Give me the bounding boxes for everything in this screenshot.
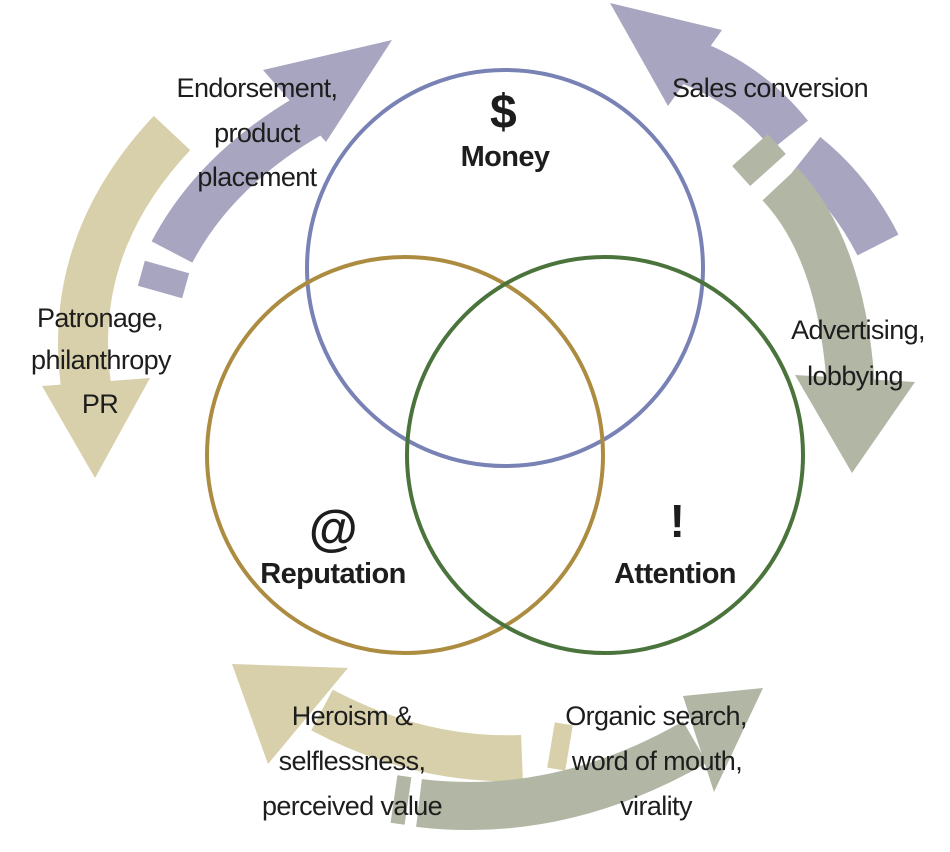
heroism-label-line3: perceived value [262,791,442,821]
organic-arrow-tail-chip [390,775,412,825]
organic-label-line1: Organic search, [565,701,747,731]
patronage-label-line3: PR [82,389,118,419]
organic-label-line2: word of mouth, [571,746,742,776]
heroism-arrow [232,664,573,782]
patronage-arrowhead-down-icon [42,378,150,478]
endorsement-arrow [137,40,392,299]
advertising-label-line2: lobbying [807,361,903,391]
sales-arrow-tail-chip [791,137,899,256]
endorsement-label-line2: product [214,118,301,148]
reputation-circle [205,255,605,655]
advertising-arrow-band [762,167,875,390]
heroism-label-line1: Heroism & [292,701,413,731]
attention-circle [405,255,805,655]
sales-conversion-arrow [610,3,899,256]
patronage-label-line1: Patronage, [37,303,163,333]
patronage-label-line2: philanthropy [31,345,172,375]
attention-label: Attention [614,558,736,590]
patronage-arrow [42,115,191,478]
endorsement-arrowhead-upright-icon [263,40,392,142]
money-label: Money [461,141,550,173]
organic-arrowhead-upright-icon [683,688,763,792]
money-symbol: $ [490,86,517,139]
organic-label-line3: virality [620,791,693,821]
endorsement-arrow-tail-chip [137,260,190,299]
advertising-arrow-tail-chip [732,133,786,187]
sales-arrow-band [681,40,808,150]
endorsement-label-line3: placement [197,162,317,192]
sales-label: Sales conversion [672,73,868,103]
organic-arrow-band [416,721,708,831]
heroism-arrow-tail-chip [547,722,573,771]
heroism-label-line2: selflessness, [279,746,426,776]
advertising-label-line1: Advertising, [791,315,925,345]
sales-arrowhead-upleft-icon [610,3,722,106]
heroism-arrow-band [311,689,523,782]
attention-symbol: ! [670,495,685,547]
endorsement-arrow-band [151,95,322,263]
reputation-label: Reputation [260,558,405,590]
patronage-arrow-band [58,115,191,403]
advertising-arrow [732,133,915,473]
reputation-symbol: @ [309,500,357,556]
organic-arrow [390,688,763,831]
heroism-arrowhead-upleft-icon [232,664,348,764]
venn-circles [205,68,805,655]
endorsement-label-line1: Endorsement, [177,73,338,103]
money-circle [305,68,705,468]
labels: $ Money @ Reputation ! Attention Endorse… [31,73,925,821]
advertising-arrowhead-down-icon [795,375,915,473]
